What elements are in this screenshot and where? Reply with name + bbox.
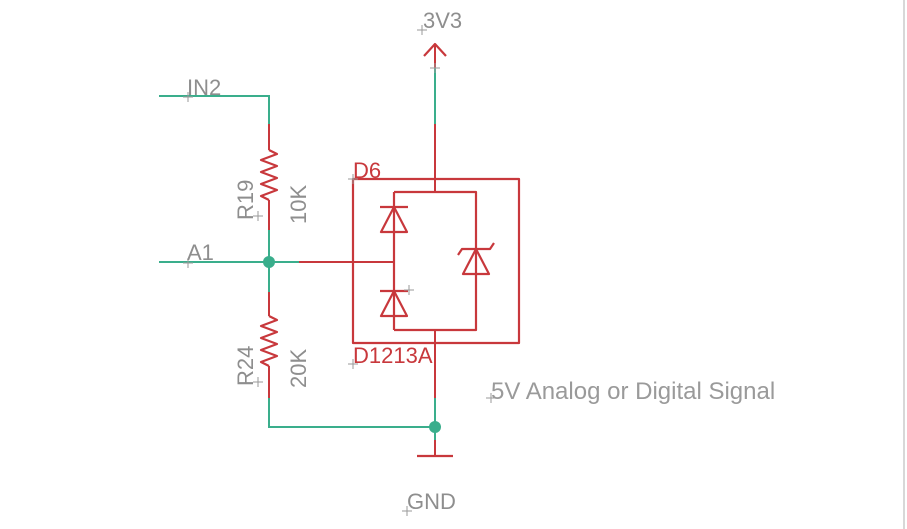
net-label-in2: IN2: [187, 75, 221, 100]
wire-r24-gnd[interactable]: [268, 397, 436, 428]
d6-upper-diode-icon: [379, 205, 409, 234]
d6-internal-rails: [394, 190, 478, 332]
origin-mark: [348, 359, 358, 369]
origin-mark: [404, 285, 414, 295]
origin-mark: [183, 92, 193, 102]
d6-value-label: D1213A: [353, 343, 433, 368]
origin-mark: [486, 393, 496, 403]
origin-mark: [253, 211, 263, 221]
ground-label: GND: [407, 489, 456, 514]
origin-mark: [417, 25, 427, 35]
ground-symbol[interactable]: [402, 440, 453, 516]
d6-name-label: D6: [353, 158, 381, 183]
tvs-diode-d6[interactable]: [299, 124, 521, 398]
origin-mark: [430, 63, 440, 73]
origin-mark: [253, 377, 263, 387]
supply-3v3-symbol[interactable]: [417, 25, 447, 73]
supply-label: 3V3: [423, 8, 462, 33]
r19-name-label: R19: [233, 180, 258, 220]
resistor-r24[interactable]: [253, 292, 279, 398]
junction-a1[interactable]: [263, 256, 275, 268]
r24-name-label: R24: [233, 346, 258, 386]
net-label-a1: A1: [187, 240, 214, 265]
origin-mark: [402, 506, 412, 516]
wire-in2[interactable]: [159, 95, 270, 125]
wires: [159, 67, 436, 457]
origin-mark: [348, 174, 358, 184]
signal-note-text: 5V Analog or Digital Signal: [491, 378, 775, 405]
d6-lower-diode-icon: [379, 289, 409, 318]
origin-mark: [183, 258, 193, 268]
d6-zener-diode-icon: [461, 247, 491, 276]
resistor-r19[interactable]: [253, 124, 279, 230]
r19-value-label: 10K: [286, 185, 311, 224]
junction-gnd[interactable]: [429, 421, 441, 433]
r24-value-label: 20K: [286, 349, 311, 388]
